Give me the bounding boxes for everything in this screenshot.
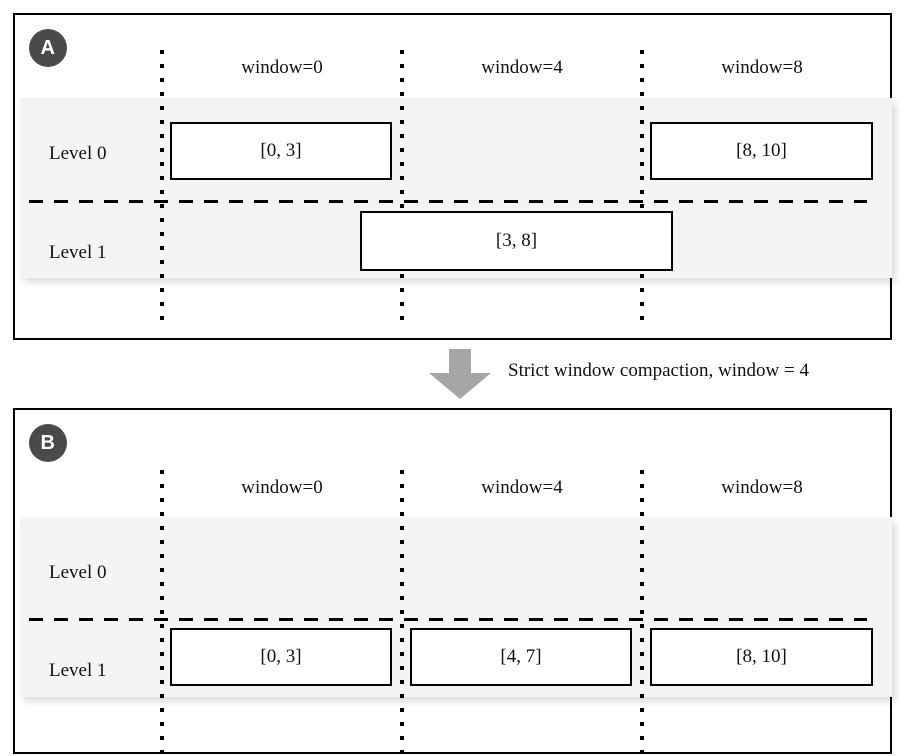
panel-b-interval-box-0: [0, 3] bbox=[170, 628, 392, 686]
panel-a-row-label-1: Level 1 bbox=[49, 242, 107, 263]
panel-a-window-separator-0 bbox=[160, 50, 164, 328]
panel-b-level-divider bbox=[29, 618, 867, 621]
panel-a-column-label-0: window=0 bbox=[241, 57, 323, 78]
transition-group: Strict window compaction, window = 4 bbox=[0, 340, 906, 408]
panel-a-column-label-2: window=8 bbox=[721, 57, 803, 78]
panel-a-interval-box-2: [3, 8] bbox=[360, 211, 673, 271]
panel-b-window-separator-0 bbox=[160, 470, 164, 753]
panel-a-row-label-0: Level 0 bbox=[49, 143, 107, 164]
down-arrow-icon bbox=[429, 349, 491, 399]
panel-a-interval-box-0: [0, 3] bbox=[170, 122, 392, 180]
panel-a: A window=0 window=4 window=8 Level 0 Lev… bbox=[13, 13, 892, 340]
panel-a-interval-label-2: [3, 8] bbox=[495, 230, 538, 251]
panel-b: B window=0 window=4 window=8 Level 0 Lev… bbox=[13, 408, 892, 754]
panel-b-row-label-1: Level 1 bbox=[49, 660, 107, 681]
panel-b-window-separator-2 bbox=[640, 470, 644, 753]
panel-b-badge: B bbox=[29, 424, 67, 462]
panel-a-interval-label-1: [8, 10] bbox=[736, 140, 787, 161]
transition-caption: Strict window compaction, window = 4 bbox=[508, 360, 809, 381]
panel-a-window-separator-1 bbox=[400, 50, 404, 328]
panel-b-column-label-2: window=8 bbox=[721, 477, 803, 498]
panel-b-interval-box-2: [8, 10] bbox=[650, 628, 873, 686]
panel-b-interval-label-0: [0, 3] bbox=[260, 646, 302, 667]
panel-a-level-divider bbox=[29, 200, 867, 203]
panel-b-interval-label-1: [4, 7] bbox=[500, 646, 542, 667]
panel-b-interval-label-2: [8, 10] bbox=[736, 646, 787, 667]
panel-b-column-label-0: window=0 bbox=[241, 477, 323, 498]
panel-a-window-separator-2 bbox=[640, 50, 644, 328]
panel-a-interval-box-1: [8, 10] bbox=[650, 122, 873, 180]
panel-b-column-label-1: window=4 bbox=[481, 477, 563, 498]
panel-a-column-label-1: window=4 bbox=[481, 57, 563, 78]
panel-a-badge-label: A bbox=[40, 36, 56, 59]
panel-b-badge-label: B bbox=[40, 431, 56, 454]
panel-a-interval-label-0: [0, 3] bbox=[260, 140, 302, 161]
panel-a-badge: A bbox=[29, 29, 67, 67]
panel-b-interval-box-1: [4, 7] bbox=[410, 628, 632, 686]
panel-b-window-separator-1 bbox=[400, 470, 404, 753]
panel-b-row-label-0: Level 0 bbox=[49, 562, 107, 583]
